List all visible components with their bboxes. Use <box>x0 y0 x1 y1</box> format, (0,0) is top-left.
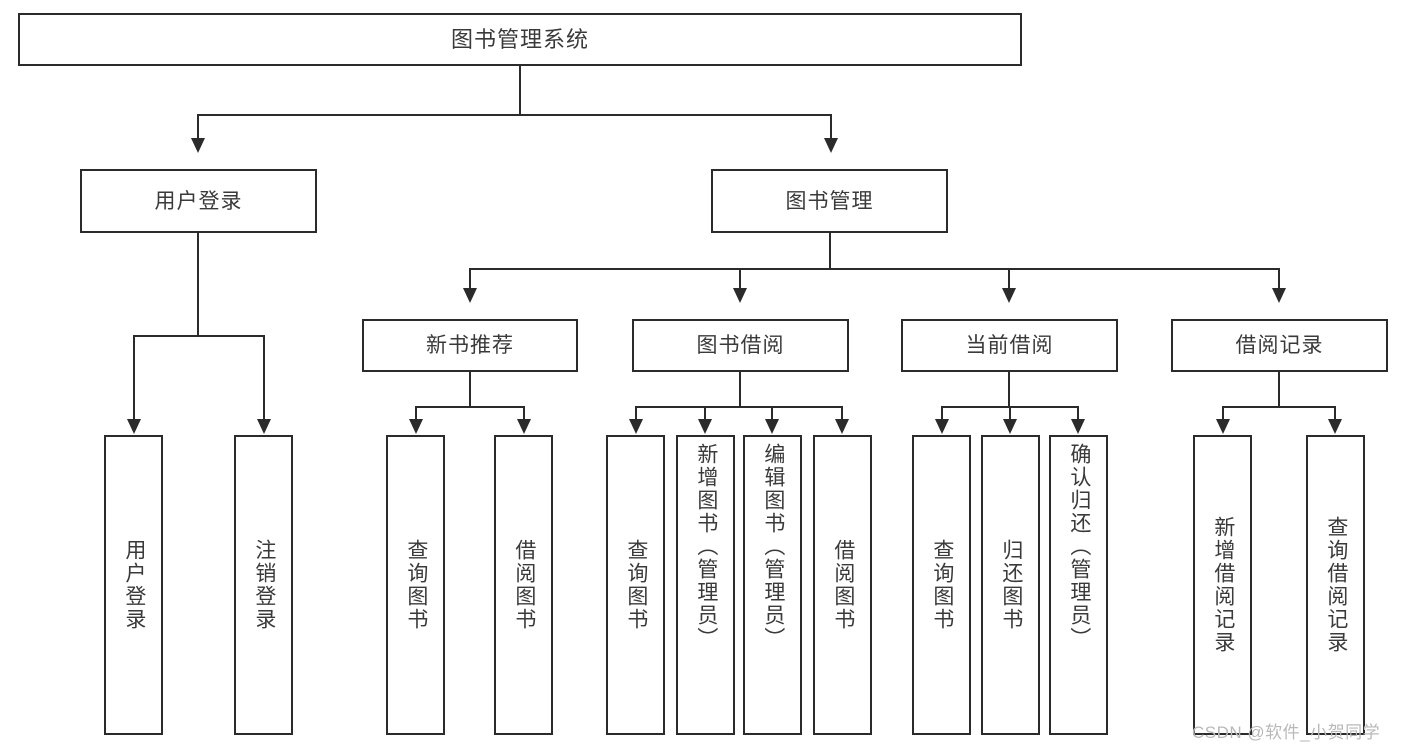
connector-root-stem <box>519 66 521 115</box>
connector-level2-drop-1 <box>197 114 199 140</box>
node-book-borrow[interactable]: 图书借阅 <box>632 319 849 372</box>
leaf-query-book-current[interactable]: 查询图书 <box>912 435 971 735</box>
node-label: 当前借阅 <box>965 334 1054 357</box>
arrowhead-new-book-2 <box>517 419 531 434</box>
connector-book-borrow-drop-4 <box>841 406 843 421</box>
arrowhead-new-book-1 <box>409 419 423 434</box>
arrowhead-user-login-2 <box>257 419 271 434</box>
connector-level3-drop-4 <box>1278 268 1280 290</box>
leaf-label: 编辑图书（管理员） <box>761 443 785 650</box>
leaf-label: 新增图书（管理员） <box>694 443 718 650</box>
node-user-login[interactable]: 用户登录 <box>80 169 317 233</box>
leaf-query-book-newbook[interactable]: 查询图书 <box>386 435 445 735</box>
leaf-query-borrow-record[interactable]: 查询借阅记录 <box>1306 435 1365 735</box>
connector-book-borrow-drop-1 <box>635 406 637 421</box>
leaf-label: 归还图书 <box>999 539 1023 631</box>
leaf-label: 查询借阅记录 <box>1324 516 1348 654</box>
node-label: 借阅记录 <box>1235 334 1324 357</box>
leaf-label: 用户登录 <box>122 539 146 631</box>
node-new-book-recommend[interactable]: 新书推荐 <box>362 319 578 372</box>
node-book-management[interactable]: 图书管理 <box>711 169 948 233</box>
connector-borrow-record-drop-2 <box>1334 406 1336 421</box>
node-borrow-record[interactable]: 借阅记录 <box>1171 319 1388 372</box>
arrowhead-borrow-record-1 <box>1216 419 1230 434</box>
connector-level2-bus <box>197 114 832 116</box>
leaf-query-book-borrow[interactable]: 查询图书 <box>606 435 665 735</box>
node-label: 图书借阅 <box>696 334 785 357</box>
arrowhead-current-borrow-3 <box>1071 419 1085 434</box>
arrowhead-book-borrow-4 <box>835 419 849 434</box>
leaf-label: 查询图书 <box>404 539 428 631</box>
connector-user-login-drop-2 <box>263 335 265 421</box>
arrowhead-book-borrow-1 <box>629 419 643 434</box>
connector-new-book-drop-1 <box>415 406 417 421</box>
connector-level3-drop-3 <box>1008 268 1010 290</box>
arrowhead-level3-4 <box>1272 288 1286 303</box>
leaf-label: 查询图书 <box>624 539 648 631</box>
leaf-borrow-book[interactable]: 借阅图书 <box>813 435 872 735</box>
connector-book-borrow-bus <box>635 406 843 408</box>
connector-level2-drop-2 <box>830 114 832 140</box>
arrowhead-current-borrow-2 <box>1003 419 1017 434</box>
connector-borrow-record-drop-1 <box>1222 406 1224 421</box>
leaf-confirm-return-admin[interactable]: 确认归还（管理员） <box>1049 435 1108 735</box>
leaf-label: 确认归还（管理员） <box>1067 443 1091 650</box>
arrowhead-level3-1 <box>463 288 477 303</box>
leaf-add-book-admin[interactable]: 新增图书（管理员） <box>676 435 735 735</box>
leaf-label: 查询图书 <box>930 539 954 631</box>
leaf-label: 新增借阅记录 <box>1211 516 1235 654</box>
node-label: 图书管理系统 <box>450 26 589 52</box>
connector-user-login-stem <box>197 233 199 336</box>
arrowhead-borrow-record-2 <box>1328 419 1342 434</box>
connector-current-borrow-drop-3 <box>1077 406 1079 421</box>
leaf-edit-book-admin[interactable]: 编辑图书（管理员） <box>743 435 802 735</box>
node-current-borrow[interactable]: 当前借阅 <box>901 319 1118 372</box>
leaf-label: 借阅图书 <box>831 539 855 631</box>
leaf-add-borrow-record[interactable]: 新增借阅记录 <box>1193 435 1252 735</box>
node-label: 新书推荐 <box>426 334 514 357</box>
arrowhead-level2-1 <box>191 138 205 153</box>
connector-book-borrow-drop-3 <box>771 406 773 421</box>
leaf-logout[interactable]: 注销登录 <box>234 435 293 735</box>
leaf-label: 注销登录 <box>252 539 276 631</box>
arrowhead-user-login-1 <box>127 419 141 434</box>
arrowhead-level2-2 <box>824 138 838 153</box>
arrowhead-level3-2 <box>733 288 747 303</box>
node-label: 用户登录 <box>154 189 243 213</box>
leaf-user-login[interactable]: 用户登录 <box>104 435 163 735</box>
connector-book-borrow-stem <box>739 372 741 408</box>
arrowhead-book-borrow-3 <box>765 419 779 434</box>
connector-user-login-drop-1 <box>133 335 135 421</box>
connector-user-login-bus <box>133 335 264 337</box>
connector-book-borrow-drop-2 <box>704 406 706 421</box>
connector-level3-drop-2 <box>739 268 741 290</box>
csdn-watermark: CSDN @软件_小贺同学 <box>1192 723 1381 742</box>
connector-current-borrow-drop-2 <box>1009 406 1011 421</box>
connector-new-book-bus <box>415 406 525 408</box>
arrowhead-current-borrow-1 <box>935 419 949 434</box>
connector-current-borrow-drop-1 <box>941 406 943 421</box>
arrowhead-book-borrow-2 <box>698 419 712 434</box>
connector-new-book-drop-2 <box>523 406 525 421</box>
leaf-return-book[interactable]: 归还图书 <box>981 435 1040 735</box>
connector-new-book-stem <box>469 372 471 408</box>
leaf-borrow-book-newbook[interactable]: 借阅图书 <box>494 435 553 735</box>
arrowhead-level3-3 <box>1002 288 1016 303</box>
node-root-system[interactable]: 图书管理系统 <box>18 13 1022 66</box>
leaf-label: 借阅图书 <box>512 539 536 631</box>
connector-current-borrow-stem <box>1008 372 1010 408</box>
connector-level3-bus <box>469 268 1280 270</box>
connector-level3-drop-1 <box>469 268 471 290</box>
connector-book-manage-stem <box>829 233 831 269</box>
connector-borrow-record-bus <box>1222 406 1336 408</box>
node-label: 图书管理 <box>785 189 874 213</box>
connector-borrow-record-stem <box>1278 372 1280 408</box>
